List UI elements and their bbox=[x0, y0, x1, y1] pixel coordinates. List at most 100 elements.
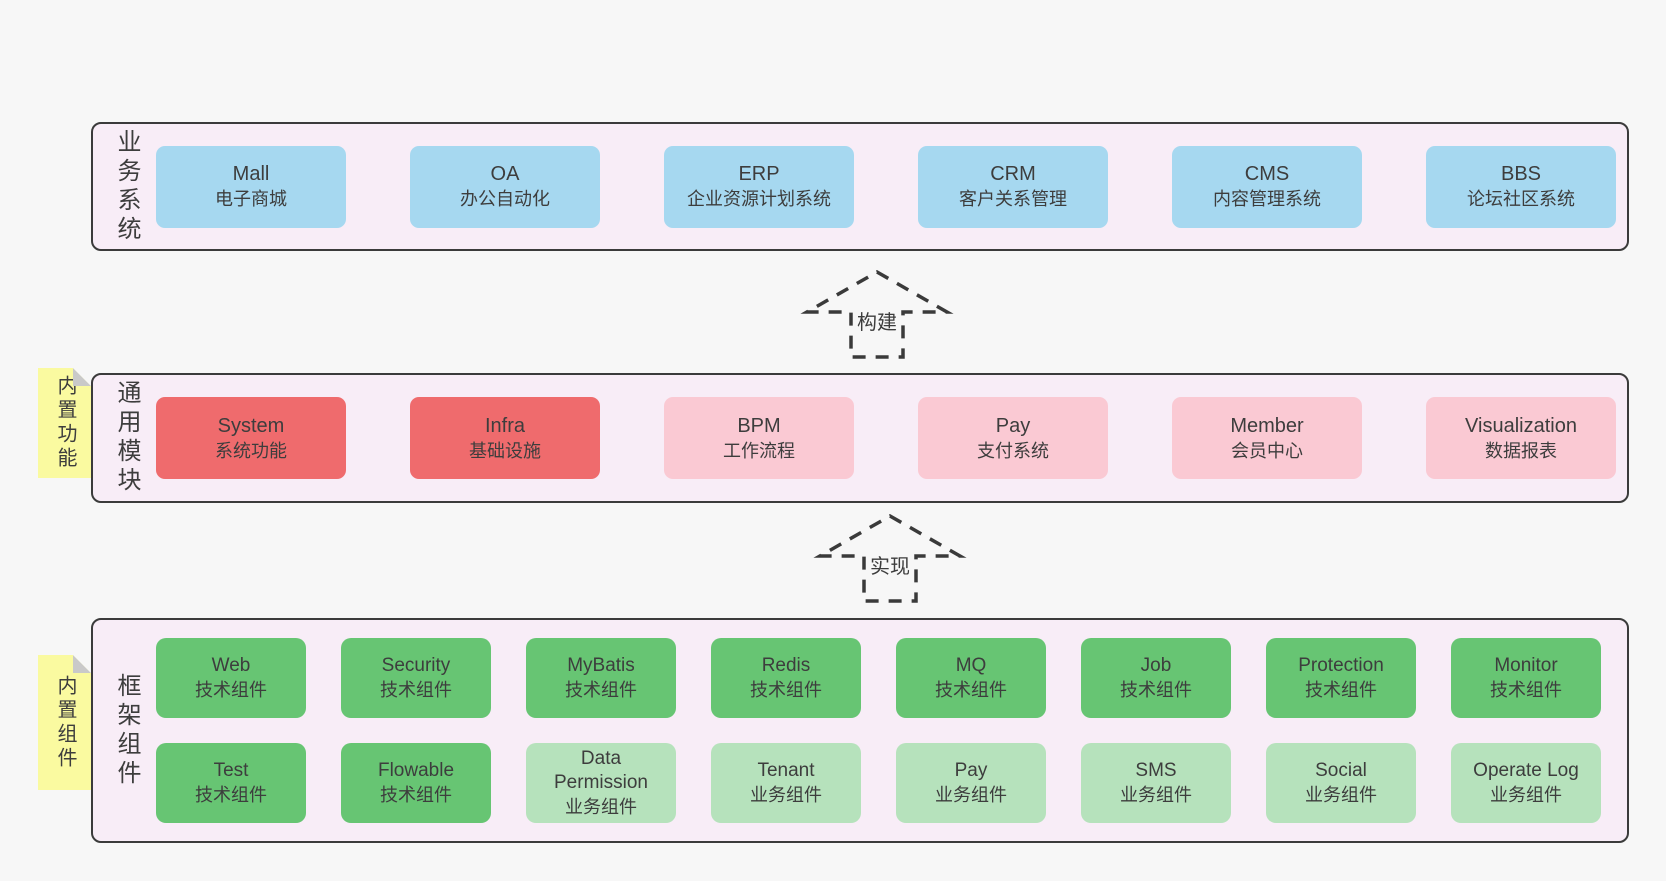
box-row: Test 技术组件 Flowable 技术组件 Data Permission 业务组件 T… bbox=[156, 743, 1601, 823]
box-subtitle: 客户关系管理 bbox=[959, 189, 1067, 209]
arrow-outline bbox=[800, 269, 954, 359]
arrow-implement: 实现 bbox=[813, 513, 967, 603]
sticky-tag-label: 内置组件 bbox=[54, 674, 76, 771]
box-subtitle: 会员中心 bbox=[1231, 440, 1303, 461]
box-protection: Protection 技术组件 bbox=[1266, 638, 1416, 718]
box-operate-log: Operate Log 业务组件 bbox=[1451, 743, 1601, 823]
box-bpm: BPM 工作流程 bbox=[664, 397, 854, 479]
box-sms: SMS 业务组件 bbox=[1081, 743, 1231, 823]
box-subtitle: 企业资源计划系统 bbox=[687, 189, 831, 209]
box-subtitle: 支付系统 bbox=[977, 440, 1049, 461]
box-title: Pay bbox=[954, 760, 988, 781]
box-subtitle: 业务组件 bbox=[565, 797, 637, 817]
box-title: OA bbox=[490, 163, 520, 185]
box-title: Tenant bbox=[757, 760, 815, 781]
sticky-tag-label: 内置功能 bbox=[54, 375, 76, 471]
box-title: Operate Log bbox=[1473, 760, 1579, 781]
box-title: Security bbox=[381, 655, 451, 676]
box-subtitle: 业务组件 bbox=[935, 785, 1007, 805]
box-title: Data Permission bbox=[554, 748, 648, 793]
box-title: CRM bbox=[990, 163, 1036, 185]
box-subtitle: 技术组件 bbox=[380, 680, 452, 700]
box-subtitle: 技术组件 bbox=[750, 680, 822, 700]
box-redis: Redis 技术组件 bbox=[711, 638, 861, 718]
box-subtitle: 技术组件 bbox=[1305, 680, 1377, 700]
box-title: Web bbox=[211, 655, 251, 676]
box-security: Security 技术组件 bbox=[341, 638, 491, 718]
box-title: Pay bbox=[995, 414, 1031, 437]
sticky-tag-builtin-components: 内置组件 bbox=[38, 655, 91, 790]
box-mall: Mall 电子商城 bbox=[156, 145, 346, 228]
box-title: Social bbox=[1315, 760, 1367, 781]
arrow-build-label: 构建 bbox=[857, 311, 897, 334]
box-subtitle: 技术组件 bbox=[935, 680, 1007, 700]
box-test: Test 技术组件 bbox=[156, 743, 306, 823]
box-subtitle: 技术组件 bbox=[195, 680, 267, 700]
section-label-business-systems: 业务系统 bbox=[113, 128, 140, 245]
box-job: Job 技术组件 bbox=[1081, 638, 1231, 718]
box-cms: CMS 内容管理系统 bbox=[1172, 145, 1362, 228]
section-label-framework-components: 框架组件 bbox=[113, 672, 140, 789]
box-subtitle: 业务组件 bbox=[1305, 785, 1377, 805]
box-pay: Pay 支付系统 bbox=[918, 397, 1108, 479]
box-monitor: Monitor 技术组件 bbox=[1451, 638, 1601, 718]
box-infra: Infra 基础设施 bbox=[410, 397, 600, 479]
box-title: MyBatis bbox=[567, 655, 635, 676]
box-oa: OA 办公自动化 bbox=[410, 145, 600, 228]
box-data-permission: Data Permission 业务组件 bbox=[526, 743, 676, 823]
box-subtitle: 技术组件 bbox=[195, 785, 267, 805]
box-title: MQ bbox=[955, 655, 987, 676]
box-subtitle: 技术组件 bbox=[380, 785, 452, 805]
arrow-build: 构建 bbox=[800, 269, 954, 359]
arrow-outline bbox=[813, 513, 967, 603]
box-subtitle: 工作流程 bbox=[723, 440, 795, 461]
box-subtitle: 内容管理系统 bbox=[1213, 189, 1321, 209]
box-bbs: BBS 论坛社区系统 bbox=[1426, 145, 1616, 228]
box-subtitle: 技术组件 bbox=[565, 680, 637, 700]
box-title: Redis bbox=[761, 655, 811, 676]
box-title: BBS bbox=[1500, 163, 1542, 185]
box-title: Monitor bbox=[1494, 655, 1558, 676]
box-subtitle: 基础设施 bbox=[469, 440, 541, 461]
box-web: Web 技术组件 bbox=[156, 638, 306, 718]
box-title: Job bbox=[1140, 655, 1172, 676]
box-mybatis: MyBatis 技术组件 bbox=[526, 638, 676, 718]
box-title: Protection bbox=[1298, 655, 1384, 676]
box-member: Member 会员中心 bbox=[1172, 397, 1362, 479]
box-title: ERP bbox=[738, 163, 780, 185]
box-title: Visualization bbox=[1465, 414, 1577, 437]
box-subtitle: 论坛社区系统 bbox=[1467, 189, 1575, 209]
box-title: Infra bbox=[484, 414, 526, 437]
box-title: System bbox=[217, 414, 285, 437]
box-subtitle: 电子商城 bbox=[215, 189, 287, 209]
box-mq: MQ 技术组件 bbox=[896, 638, 1046, 718]
box-title: Member bbox=[1230, 414, 1304, 437]
box-subtitle: 技术组件 bbox=[1120, 680, 1192, 700]
box-crm: CRM 客户关系管理 bbox=[918, 145, 1108, 228]
box-erp: ERP 企业资源计划系统 bbox=[664, 145, 854, 228]
box-title: Mall bbox=[232, 163, 270, 185]
folded-corner-icon bbox=[73, 655, 91, 673]
box-pay: Pay 业务组件 bbox=[896, 743, 1046, 823]
box-title: Flowable bbox=[377, 760, 455, 781]
box-title: BPM bbox=[737, 414, 781, 437]
box-rows-business: Mall 电子商城 OA 办公自动化 ERP 企业资源计划系统 CRM 客户关系管理 CMS 内容… bbox=[156, 124, 1616, 249]
box-subtitle: 技术组件 bbox=[1490, 680, 1562, 700]
box-title: Test bbox=[213, 760, 249, 781]
box-subtitle: 办公自动化 bbox=[460, 189, 550, 209]
box-subtitle: 业务组件 bbox=[1120, 785, 1192, 805]
box-title: SMS bbox=[1135, 760, 1177, 781]
arrow-implement-label: 实现 bbox=[870, 555, 910, 578]
box-title: CMS bbox=[1244, 163, 1290, 185]
box-subtitle: 业务组件 bbox=[1490, 785, 1562, 805]
